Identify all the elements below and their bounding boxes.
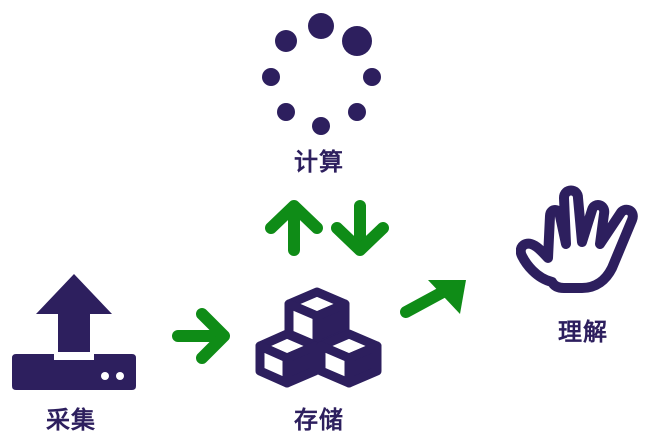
hand-icon <box>516 185 638 293</box>
arrow-up-right-icon <box>400 280 466 318</box>
arrow-down-icon <box>331 200 389 256</box>
loading-spinner-icon <box>262 13 381 135</box>
understand-label: 理解 <box>558 318 608 346</box>
store-label: 存储 <box>294 406 344 434</box>
collect-label: 采集 <box>46 406 96 434</box>
arrow-up-icon <box>265 200 323 256</box>
compute-label: 计算 <box>294 148 344 176</box>
arrow-right-icon <box>172 308 230 364</box>
upload-icon <box>12 274 136 390</box>
cubes-icon <box>255 287 382 388</box>
